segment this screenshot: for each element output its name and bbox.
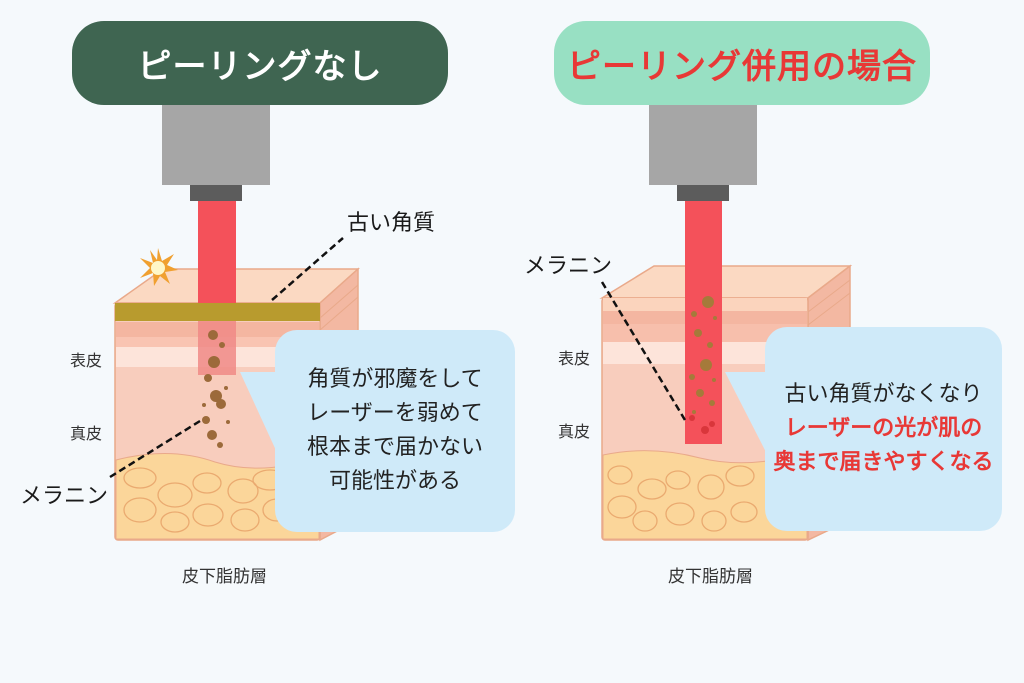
label-epidermis-left: 表皮 bbox=[70, 351, 103, 370]
label-dermis-left: 真皮 bbox=[70, 424, 103, 443]
bubble-line: 角質が邪魔をして bbox=[307, 367, 483, 392]
spark-icon bbox=[140, 248, 178, 286]
label-dermis-right: 真皮 bbox=[558, 422, 591, 441]
left-laser-beam bbox=[198, 201, 236, 303]
label-fat-left: 皮下脂肪層 bbox=[182, 567, 267, 587]
callout-bubble-left: 角質が邪魔をして レーザーを弱めて 根本まで届かない 可能性がある bbox=[275, 330, 515, 532]
bubble-line-emphasis: 奥まで届きやすくなる bbox=[773, 450, 994, 475]
bubble-line-emphasis: レーザーの光が肌の bbox=[784, 416, 983, 441]
bubble-line: 可能性がある bbox=[328, 469, 461, 494]
left-laser-device-icon bbox=[162, 105, 270, 201]
left-melanin-particles bbox=[202, 330, 230, 448]
label-epidermis-right: 表皮 bbox=[558, 349, 591, 368]
label-melanin-left: メラニン bbox=[20, 484, 109, 509]
bubble-line: 古い角質がなくなり bbox=[784, 382, 983, 407]
label-old-keratin: 古い角質 bbox=[347, 211, 436, 236]
label-fat-right: 皮下脂肪層 bbox=[668, 567, 753, 587]
title-no-peeling: ピーリングなし bbox=[72, 21, 448, 105]
right-laser-device-icon bbox=[649, 105, 757, 201]
bubble-line: 根本まで届かない bbox=[306, 435, 483, 460]
right-laser-beam bbox=[685, 201, 722, 444]
title-with-peeling: ピーリング併用の場合 bbox=[554, 21, 930, 105]
bubble-line: レーザーを弱めて bbox=[307, 401, 483, 426]
callout-bubble-right: 古い角質がなくなり レーザーの光が肌の 奥まで届きやすくなる bbox=[765, 327, 1002, 531]
label-melanin-right: メラニン bbox=[524, 254, 613, 279]
old-keratin-layer bbox=[115, 303, 320, 321]
right-melanin-particles bbox=[689, 296, 717, 414]
